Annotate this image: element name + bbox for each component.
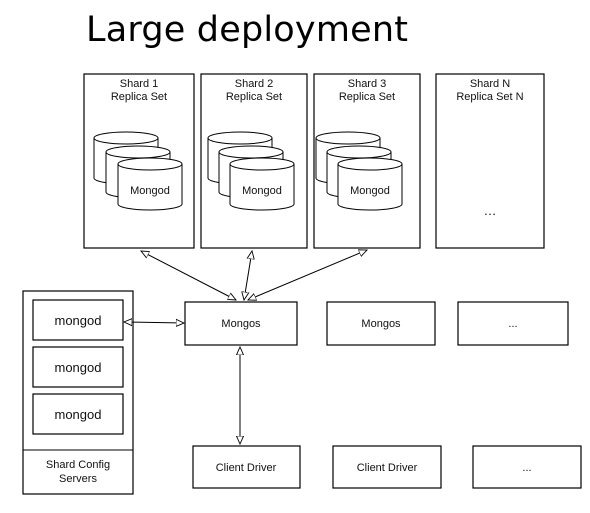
config-servers-box: mongod mongod mongod Shard Config Server… bbox=[22, 290, 134, 495]
database-icon bbox=[117, 157, 183, 211]
shard-n-ellipsis: … bbox=[484, 203, 497, 218]
mongos-box-more: ... bbox=[457, 301, 569, 346]
config-mongod-box bbox=[32, 299, 124, 341]
shard-2-subtitle: Replica Set bbox=[226, 91, 282, 103]
shard-2-title: Shard 2 bbox=[235, 78, 274, 90]
client-driver-label: Client Driver bbox=[216, 462, 277, 474]
database-icon bbox=[229, 157, 295, 211]
shard-3-db-label: Mongod bbox=[350, 185, 390, 197]
shard-box-n: Shard N Replica Set N … bbox=[435, 73, 545, 249]
config-servers-label-line2: Servers bbox=[59, 473, 97, 485]
client-driver-box-2: Client Driver bbox=[332, 445, 442, 489]
mongos-more-label: ... bbox=[508, 318, 517, 330]
mongos-box-2: Mongos bbox=[326, 301, 436, 346]
client-driver-label: Client Driver bbox=[357, 462, 418, 474]
shard-3-title: Shard 3 bbox=[348, 78, 387, 90]
arrow-shard3-mongos bbox=[248, 250, 367, 300]
shard-box-3: Shard 3 Replica Set Mongod bbox=[313, 73, 421, 249]
shard-1-db-label: Mongod bbox=[130, 185, 170, 197]
page-title: Large deployment bbox=[86, 10, 409, 50]
shard-1-subtitle: Replica Set bbox=[111, 91, 167, 103]
arrow-shard2-mongos bbox=[244, 251, 252, 300]
client-driver-box-more: ... bbox=[472, 445, 582, 489]
database-icon bbox=[337, 157, 403, 211]
config-mongod-box bbox=[32, 346, 124, 388]
config-mongod-label: mongod bbox=[55, 360, 102, 375]
client-driver-box-1: Client Driver bbox=[192, 445, 301, 489]
connector-arrows bbox=[124, 250, 367, 444]
arrow-shard1-mongos bbox=[141, 251, 236, 300]
shard-box-1: Shard 1 Replica Set Mongod bbox=[83, 73, 195, 249]
config-servers-label-line1: Shard Config bbox=[46, 459, 110, 471]
config-mongod-label: mongod bbox=[55, 407, 102, 422]
arrow-config-mongos bbox=[124, 322, 184, 323]
mongos-label: Mongos bbox=[221, 318, 261, 330]
mongos-label: Mongos bbox=[361, 318, 401, 330]
shard-n-title: Shard N bbox=[470, 78, 510, 90]
shard-3-subtitle: Replica Set bbox=[339, 91, 395, 103]
client-driver-more-label: ... bbox=[522, 462, 531, 474]
config-mongod-box bbox=[32, 393, 124, 435]
config-mongod-label: mongod bbox=[55, 313, 102, 328]
shard-n-subtitle: Replica Set N bbox=[456, 91, 523, 103]
shard-2-db-label: Mongod bbox=[242, 185, 282, 197]
mongos-box-1: Mongos bbox=[184, 301, 298, 346]
shard-1-title: Shard 1 bbox=[120, 78, 159, 90]
shard-box-2: Shard 2 Replica Set Mongod bbox=[200, 73, 308, 249]
